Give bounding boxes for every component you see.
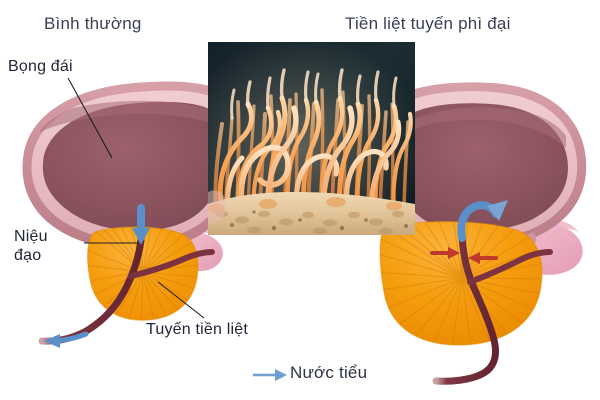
label-prostate: Tuyến tiền liệt <box>146 321 249 338</box>
label-bladder: Bọng đái <box>8 58 73 75</box>
cordyceps-specimen-photo <box>208 42 415 235</box>
legend-urine-label: Nước tiểu <box>290 363 368 382</box>
bladder-lumen-right <box>402 103 568 231</box>
ejaculatory-duct-left <box>128 249 215 279</box>
legend-urine-arrow-icon <box>253 369 287 381</box>
panel-title-enlarged: Tiền liệt tuyến phì đại <box>345 14 511 33</box>
left-panel-normal-anatomy <box>22 81 241 348</box>
ejaculatory-duct-right <box>467 249 553 285</box>
compression-arrow-left <box>430 247 460 259</box>
urine-flow-arrow-left <box>132 204 150 245</box>
prostate-right-enlarged <box>379 221 543 346</box>
leader-lines <box>67 77 205 319</box>
panel-title-normal: Bình thường <box>44 14 142 33</box>
label-urethra: Niệu đạo <box>14 228 48 264</box>
right-panel-enlarged-anatomy <box>379 82 587 385</box>
urine-exit-arrow-left <box>44 331 89 348</box>
urethra-right <box>432 232 499 385</box>
bladder-lumen-left <box>42 101 225 231</box>
bladder-lumen-shading-right <box>404 107 566 148</box>
leader-bladder <box>67 77 113 159</box>
urine-reflux-arrow-right <box>457 200 508 242</box>
leader-prostate <box>157 281 205 319</box>
compression-arrow-right <box>468 252 498 264</box>
bladder-lumen-shading-left <box>40 100 215 132</box>
